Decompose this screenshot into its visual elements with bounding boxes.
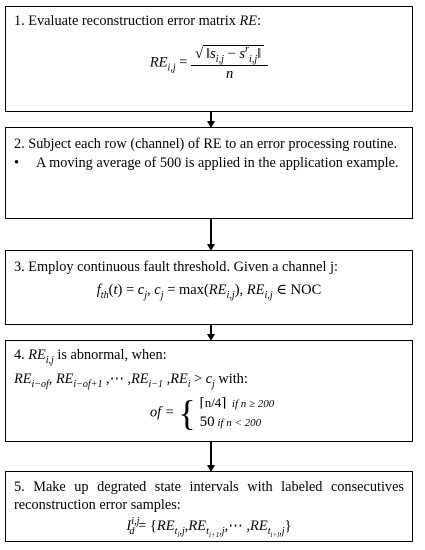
step-4-of-definition: of = { ⌈n/4⌉ if n ≥ 200 50 if n < 200 <box>150 392 275 433</box>
step-5-title: 5. Make up degrated state intervals with… <box>14 479 404 513</box>
step-2-box: 2. Subject each row (channel) of RE to a… <box>5 127 413 219</box>
step-3-box: 3. Employ continuous fault threshold. Gi… <box>5 250 413 325</box>
step-4-condition: REi−of, REi−of+1 ,⋯ ,REi−1 ,REi > cj wit… <box>14 370 248 390</box>
step-1-title: 1. Evaluate reconstruction error matrix … <box>14 13 261 29</box>
step-4-title: 4. REi,j is abnormal, when: <box>14 347 167 366</box>
step-1-formula: REi,j = √‖si,j − sri,j‖ n <box>6 44 412 83</box>
bullet-icon: • <box>14 155 20 171</box>
step-3-formula: fth(t) = cj, cj = max(REi,j), REi,j ∈ NO… <box>96 282 322 301</box>
step-1-box: 1. Evaluate reconstruction error matrix … <box>5 6 413 112</box>
step-3-title: 3. Employ continuous fault threshold. Gi… <box>14 259 338 275</box>
step-5-formula: Ii,jd = {REti,j,REti+1,j,⋯ ,REti+l,j} <box>126 516 292 539</box>
step-5-box: 5. Make up degrated state intervals with… <box>5 471 413 542</box>
step-2-title: 2. Subject each row (channel) of RE to a… <box>14 136 398 152</box>
step-4-box: 4. REi,j is abnormal, when: REi−of, REi−… <box>5 340 413 442</box>
step-2-bullet-item: • A moving average of 500 is applied in … <box>6 154 412 172</box>
step-2-bullet-text: A moving average of 500 is applied in th… <box>36 155 399 171</box>
